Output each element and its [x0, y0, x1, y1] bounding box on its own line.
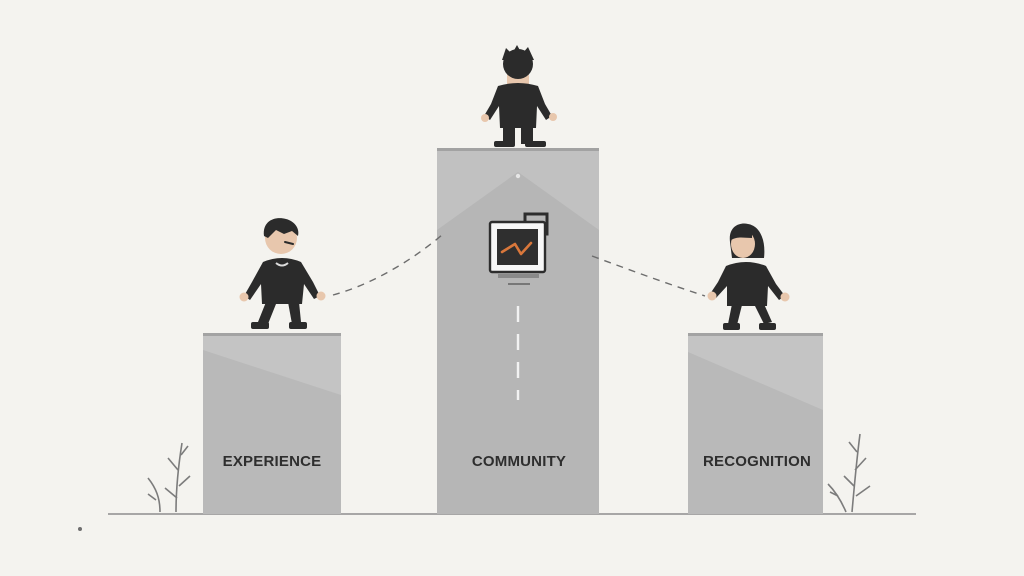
pillar-label-experience: EXPERIENCE — [223, 453, 322, 470]
pillar-label-community: COMMUNITY — [472, 453, 566, 470]
plant-right-icon — [827, 433, 871, 513]
person-figure-right — [707, 223, 790, 330]
person-figure-left — [239, 218, 326, 329]
pillar-community: COMMUNITY — [437, 148, 599, 514]
pillar-recognition: RECOGNITION — [688, 333, 823, 514]
pillar-label-recognition: RECOGNITION — [703, 453, 811, 470]
plant-left-icon — [147, 442, 191, 513]
pillar-experience: EXPERIENCE — [203, 333, 341, 514]
badge-icon — [488, 212, 549, 285]
dashed-connector-left — [332, 234, 443, 296]
dot-mark — [78, 527, 82, 531]
dashed-connector-right — [591, 255, 706, 297]
person-figure-top — [481, 45, 557, 147]
